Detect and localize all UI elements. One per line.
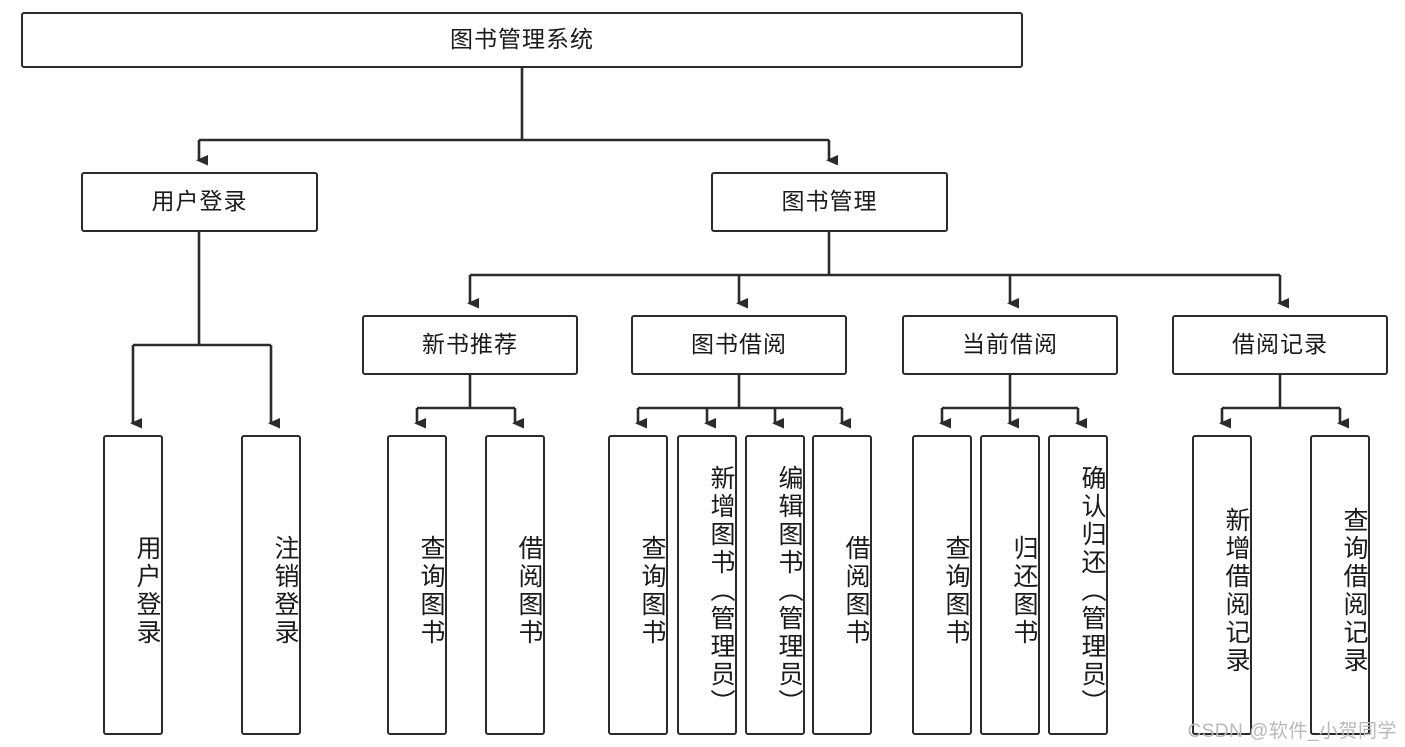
node-book-borrow[interactable]: 图书借阅	[631, 315, 847, 375]
node-label: 借阅图书	[842, 535, 870, 647]
node-label: 新增借阅记录	[1222, 507, 1250, 675]
node-leaf-query-book-recommend[interactable]: 查询图书	[387, 435, 447, 735]
node-book-management[interactable]: 图书管理	[711, 172, 948, 232]
node-label: 查询图书	[638, 535, 666, 647]
node-leaf-add-book-admin[interactable]: 新增图书（管理员）	[677, 435, 737, 735]
node-label: 归还图书	[1010, 535, 1038, 647]
node-leaf-return-book[interactable]: 归还图书	[980, 435, 1040, 735]
node-leaf-query-book-borrow[interactable]: 查询图书	[608, 435, 668, 735]
node-label: 借阅图书	[515, 535, 543, 647]
node-label: 新增图书（管理员）	[707, 465, 735, 717]
node-label: 新书推荐	[422, 331, 518, 358]
node-label: 图书管理	[781, 188, 878, 215]
watermark-text: CSDN @软件_小贺同学	[1187, 721, 1397, 742]
node-new-book-recommend[interactable]: 新书推荐	[362, 315, 578, 375]
node-current-borrow[interactable]: 当前借阅	[902, 315, 1118, 375]
node-label: 用户登录	[133, 535, 161, 647]
node-label: 当前借阅	[962, 331, 1058, 358]
node-label: 查询图书	[417, 535, 445, 647]
node-leaf-user-login[interactable]: 用户登录	[103, 435, 163, 735]
node-leaf-add-borrow-record[interactable]: 新增借阅记录	[1192, 435, 1252, 735]
node-leaf-query-book-current[interactable]: 查询图书	[912, 435, 972, 735]
node-label: 图书管理系统	[450, 26, 594, 53]
node-label: 用户登录	[151, 188, 248, 215]
node-leaf-edit-book-admin[interactable]: 编辑图书（管理员）	[745, 435, 805, 735]
node-leaf-confirm-return-admin[interactable]: 确认归还（管理员）	[1048, 435, 1108, 735]
node-leaf-logout[interactable]: 注销登录	[241, 435, 301, 735]
node-leaf-borrow-book[interactable]: 借阅图书	[812, 435, 872, 735]
node-label: 图书借阅	[691, 331, 787, 358]
node-label: 查询借阅记录	[1340, 507, 1368, 675]
node-label: 查询图书	[942, 535, 970, 647]
node-user-login[interactable]: 用户登录	[81, 172, 318, 232]
node-label: 编辑图书（管理员）	[775, 465, 803, 717]
node-label: 注销登录	[271, 535, 299, 647]
node-label: 确认归还（管理员）	[1078, 465, 1106, 717]
node-borrow-records[interactable]: 借阅记录	[1172, 315, 1388, 375]
node-root-book-management-system[interactable]: 图书管理系统	[21, 12, 1023, 68]
node-label: 借阅记录	[1232, 331, 1328, 358]
node-leaf-borrow-book-recommend[interactable]: 借阅图书	[485, 435, 545, 735]
node-leaf-query-borrow-record[interactable]: 查询借阅记录	[1310, 435, 1370, 735]
